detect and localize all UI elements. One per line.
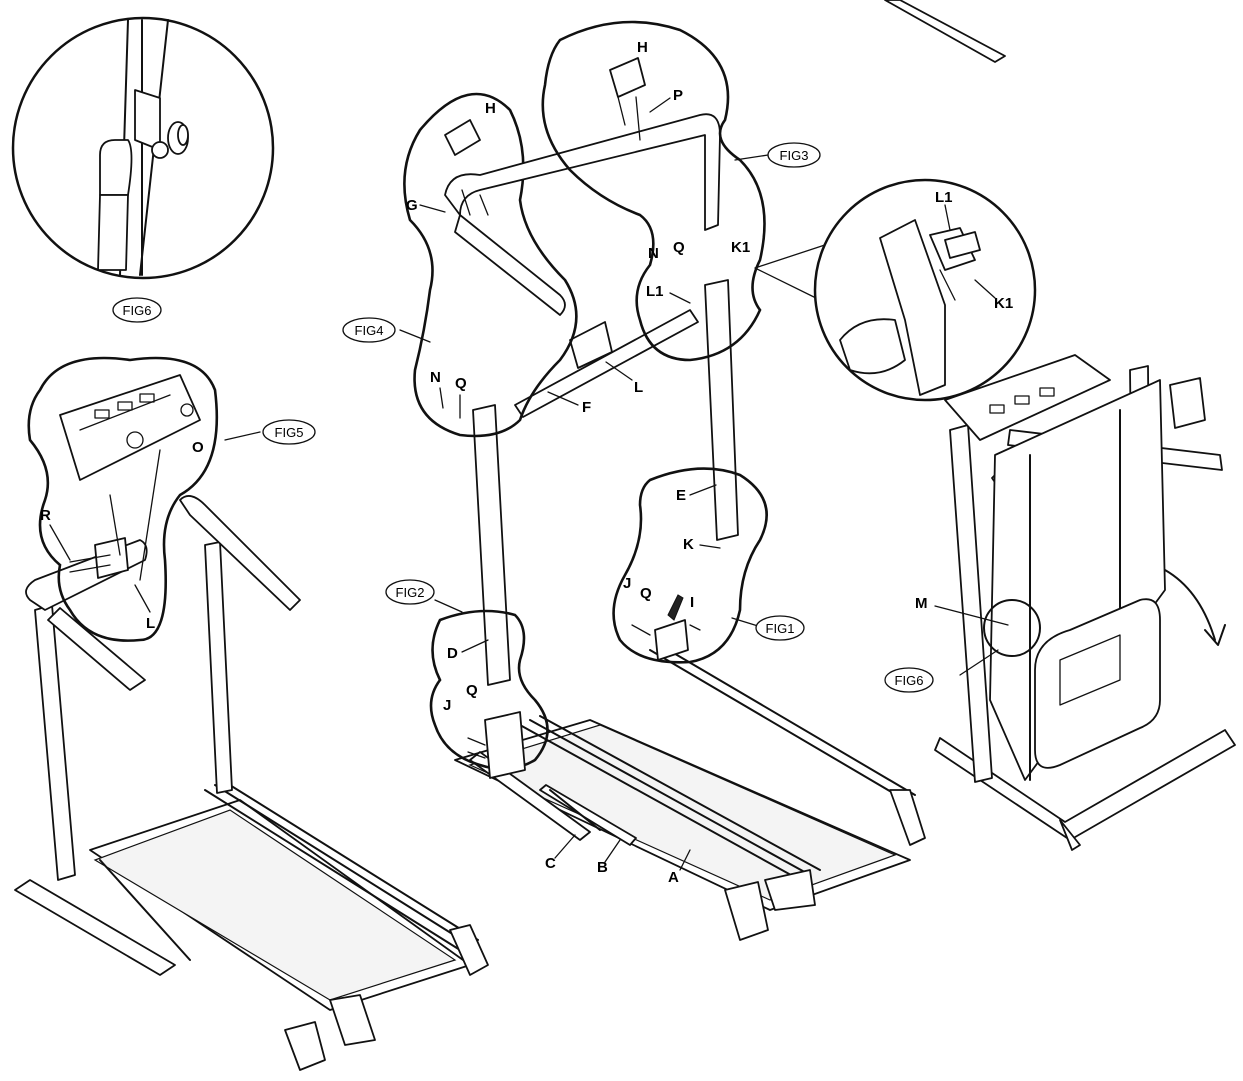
label-Q-fig3: Q	[673, 239, 685, 256]
fig3-label: FIG3	[780, 148, 809, 163]
label-L-mid: L	[634, 379, 643, 396]
label-D: D	[447, 645, 458, 662]
label-B: B	[597, 859, 608, 876]
label-H-left: H	[485, 100, 496, 117]
label-R: R	[40, 507, 51, 524]
fig3-blob	[541, 20, 766, 362]
fig2-blob	[429, 609, 549, 779]
label-K1-mid: K1	[731, 239, 750, 256]
label-L-left: L	[146, 615, 155, 632]
fig6-label-top: FIG6	[123, 303, 152, 318]
label-Q-fig1: Q	[640, 585, 652, 602]
loose-bar-part	[884, 0, 1006, 63]
label-E: E	[676, 487, 686, 504]
label-F: F	[582, 399, 591, 416]
label-I: I	[690, 594, 694, 611]
left-treadmill	[14, 495, 489, 1071]
right-treadmill	[934, 354, 1236, 851]
label-O: O	[192, 439, 204, 456]
fig6-zoom-detail	[11, 16, 275, 280]
label-M: M	[915, 595, 928, 612]
fig4-label: FIG4	[355, 323, 384, 338]
fig4-callout: FIG4	[342, 317, 431, 343]
fig6-label-right: FIG6	[895, 673, 924, 688]
fig1-label: FIG1	[766, 621, 795, 636]
label-L1-zoom: L1	[935, 189, 953, 206]
fig1-blob	[612, 467, 768, 664]
fig5-label: FIG5	[275, 425, 304, 440]
label-L1-mid: L1	[646, 283, 664, 300]
label-A: A	[668, 869, 679, 886]
fig5-blob	[27, 356, 219, 642]
label-K: K	[683, 536, 694, 553]
label-P: P	[673, 87, 683, 104]
fig6-marker-circle	[959, 599, 1041, 676]
label-G: G	[406, 197, 418, 214]
label-H-right: H	[637, 39, 648, 56]
fig6-callout-right: FIG6	[884, 667, 934, 693]
fig2-label: FIG2	[396, 585, 425, 600]
fig6-callout-top: FIG6	[112, 297, 162, 323]
fig4-blob	[403, 92, 721, 438]
label-Q-fig4: Q	[455, 375, 467, 392]
label-N-left: N	[430, 369, 441, 386]
label-K1-zoom: K1	[994, 295, 1013, 312]
connector-zoom-detail	[754, 178, 1037, 402]
label-J-fig1: J	[623, 575, 631, 592]
fig1-callout: FIG1	[731, 615, 805, 641]
fig2-callout: FIG2	[385, 579, 463, 613]
label-Q-fig2: Q	[466, 682, 478, 699]
fig5-callout: FIG5	[224, 419, 316, 445]
label-C: C	[545, 855, 556, 872]
label-J-fig2: J	[443, 697, 451, 714]
fig3-callout: FIG3	[734, 142, 821, 168]
label-N-right: N	[648, 245, 659, 262]
